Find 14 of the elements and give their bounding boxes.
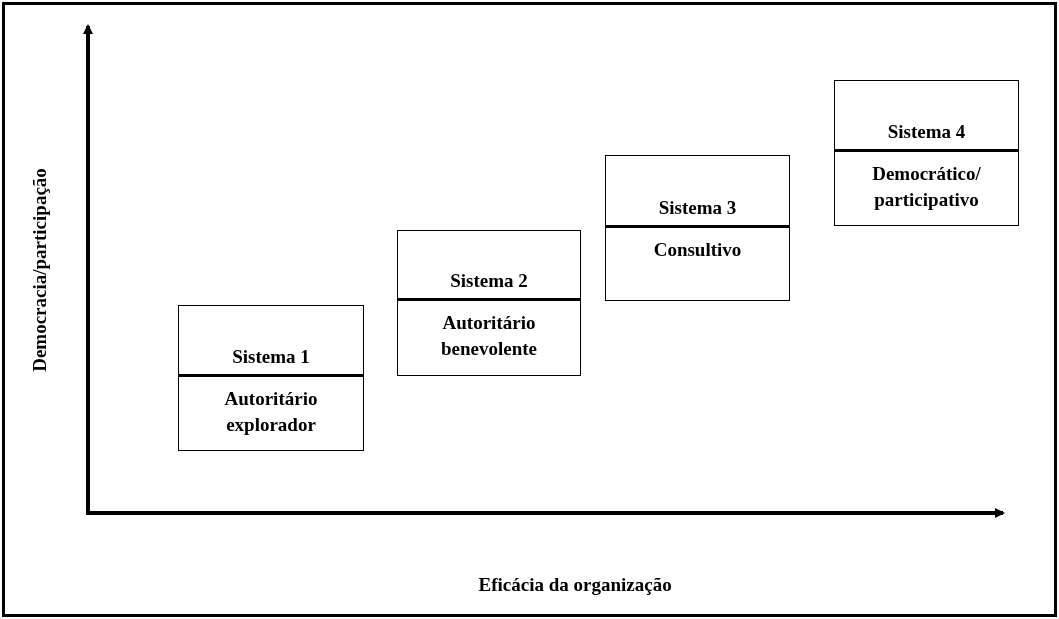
system-description: Democrático/ participativo	[871, 162, 982, 212]
system-title: Sistema 2	[449, 270, 529, 292]
system-description: Autoritário explorador	[223, 387, 319, 437]
system-box	[834, 80, 1019, 226]
system-title: Sistema 4	[886, 121, 967, 143]
system-description: Consultivo	[652, 238, 743, 262]
system-box	[178, 305, 364, 451]
system-box	[605, 155, 790, 301]
system-description: Autoritário benevolente	[439, 311, 538, 361]
system-title: Sistema 1	[231, 346, 311, 368]
system-title: Sistema 3	[657, 197, 738, 219]
y-axis-title: Democracia/participação	[28, 168, 51, 372]
system-box	[397, 230, 581, 376]
x-axis-title: Eficácia da organização	[478, 574, 672, 596]
